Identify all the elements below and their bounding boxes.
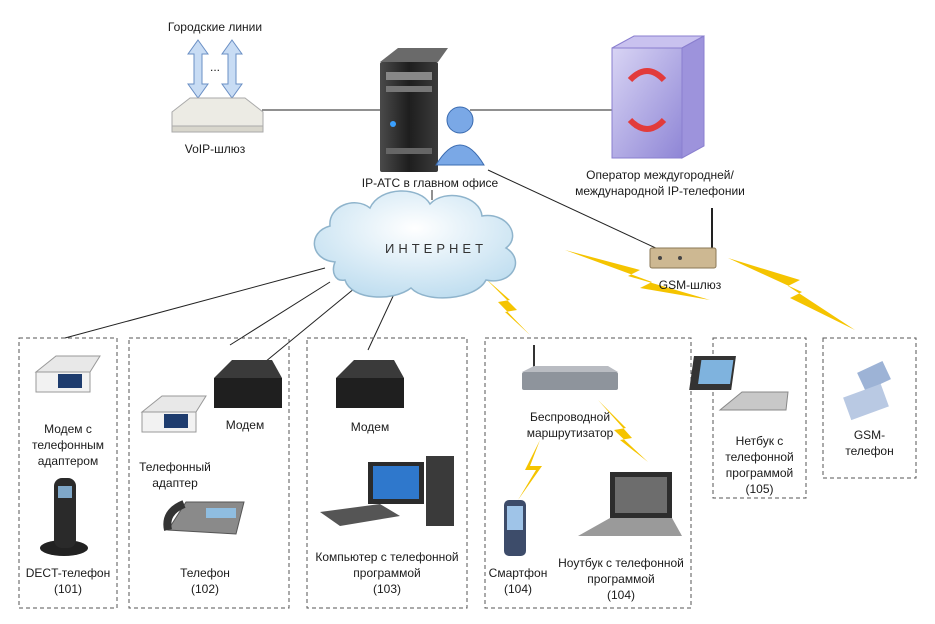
g4-laptop-num: (104)	[606, 588, 635, 602]
gsm-gateway-label: GSM-шлюз	[658, 278, 722, 292]
lightning-icon	[728, 258, 855, 330]
connection-lines	[64, 109, 661, 363]
g1-num-label: (101)	[53, 582, 82, 596]
voip-gateway-icon	[171, 97, 264, 133]
g2-adapter-label-2: адаптер	[152, 476, 198, 490]
ip-pbx-label: IP-АТС в главном офисе	[361, 176, 499, 190]
g1-modem-label-3: адаптером	[37, 454, 99, 468]
g2-num-label: (102)	[190, 582, 219, 596]
group-frame	[822, 337, 917, 479]
g1-phone-label: DECT-телефон	[25, 566, 111, 580]
modem-adapter-icon	[34, 355, 101, 393]
voip-gateway-label: VoIP-шлюз	[184, 142, 246, 156]
desktop-computer-icon	[320, 456, 454, 526]
g1-modem-label-1: Модем с	[44, 422, 92, 436]
laptop-icon	[578, 472, 682, 536]
gsm-phone-icon	[843, 361, 891, 421]
server-icon	[380, 48, 448, 172]
gsm-gateway-icon	[649, 208, 717, 269]
modem-icon	[336, 360, 404, 408]
modem-icon	[214, 360, 282, 408]
g4-laptop-label-2: программой	[587, 572, 655, 586]
g5-num-label: (105)	[745, 482, 774, 496]
g3-num-label: (103)	[372, 582, 401, 596]
lightning-icon	[518, 440, 542, 500]
g4-router-label-1: Беспроводной	[529, 410, 611, 424]
g6-gsm-label-1: GSM-	[853, 428, 886, 442]
group-frame	[18, 337, 118, 609]
g5-netbook-label-2: телефонной	[725, 450, 794, 464]
operator-label-2: международной IP-телефонии	[575, 184, 745, 198]
g3-modem-label: Модем	[350, 420, 390, 434]
phone-adapter-icon	[140, 395, 207, 433]
city-lines-label: Городские линии	[167, 20, 263, 34]
g5-netbook-label-3: программой	[725, 466, 794, 480]
wireless-links	[485, 250, 855, 500]
g4-laptop-label-1: Ноутбук с телефонной	[558, 556, 684, 570]
g4-router-label-2: маршрутизатор	[526, 426, 614, 440]
user-icon	[435, 106, 485, 166]
netbook-icon	[689, 356, 789, 411]
wireless-router-icon	[522, 345, 618, 390]
internet-label: ИНТЕРНЕТ	[385, 241, 488, 256]
group-frames	[18, 337, 917, 609]
lightning-icon	[598, 400, 648, 462]
desk-phone-icon	[163, 500, 245, 535]
smartphone-icon	[504, 500, 526, 556]
g2-adapter-label-1: Телефонный	[139, 460, 211, 474]
g2-modem-label: Модем	[225, 418, 265, 432]
dots-label: ...	[209, 60, 220, 74]
group-frame	[306, 337, 468, 609]
internet-cloud-icon	[313, 190, 517, 299]
dect-phone-icon	[40, 478, 88, 556]
g3-pc-label-1: Компьютер с телефонной	[315, 550, 459, 564]
g4-smartphone-label: Смартфон	[488, 566, 548, 580]
operator-cube-icon	[611, 35, 705, 159]
operator-label-1: Оператор междугородней/	[586, 168, 734, 182]
g5-netbook-label-1: Нетбук с	[735, 434, 784, 448]
lightning-icon	[565, 250, 710, 300]
g4-smartphone-num: (104)	[503, 582, 532, 596]
g6-gsm-label-2: телефон	[845, 444, 894, 458]
g2-phone-label: Телефон	[180, 566, 230, 580]
lightning-icon	[485, 278, 530, 335]
group-frame	[128, 337, 290, 609]
g3-pc-label-2: программой	[353, 566, 421, 580]
g1-modem-label-2: телефонным	[32, 438, 104, 452]
